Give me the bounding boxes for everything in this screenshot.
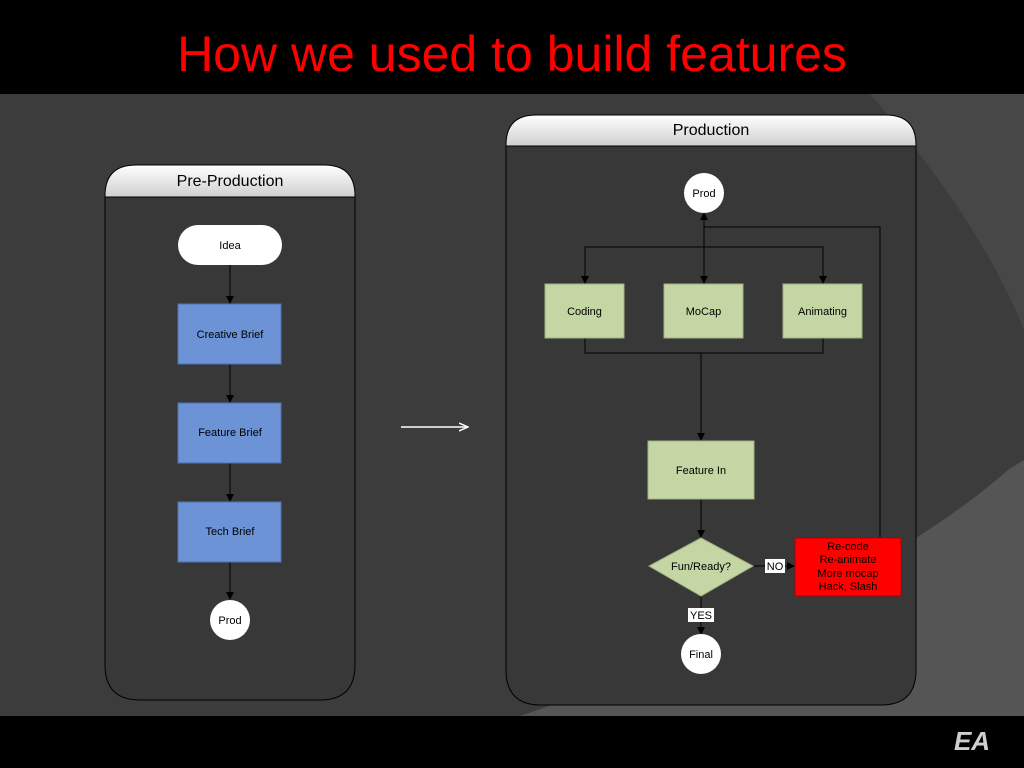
ea-logo: EA xyxy=(954,726,990,756)
background-arc xyxy=(870,94,1024,330)
rework-line-4: Hack, Slash xyxy=(819,581,878,593)
rework-line-1: Re-code xyxy=(827,541,869,553)
connector-merge xyxy=(584,338,824,354)
node-creative-brief-label: Creative Brief xyxy=(197,329,265,341)
node-prod-production-label: Prod xyxy=(692,188,715,200)
rework-line-2: Re-animate xyxy=(820,554,877,566)
node-mocap xyxy=(663,283,744,339)
connector-fanout xyxy=(584,246,824,283)
rework-line-3: More mocap xyxy=(817,568,878,580)
node-tech-brief xyxy=(177,501,282,563)
node-rework xyxy=(794,537,902,597)
node-prod-pre-label: Prod xyxy=(218,615,241,627)
no-label-box xyxy=(765,559,785,573)
node-tech-brief-label: Tech Brief xyxy=(206,526,256,538)
node-prod-pre xyxy=(210,600,250,640)
pre-production-panel: Pre-Production Idea Creative Brief Featu… xyxy=(104,164,356,701)
pre-production-title: Pre-Production xyxy=(177,173,284,190)
node-feature-in-label: Feature In xyxy=(676,465,726,477)
no-label: NO xyxy=(767,561,784,573)
node-animating xyxy=(782,283,863,339)
yes-label-box xyxy=(688,608,714,622)
node-idea-label: Idea xyxy=(219,240,241,252)
node-fun-ready-label: Fun/Ready? xyxy=(671,561,731,573)
node-final-label: Final xyxy=(689,649,713,661)
node-creative-brief xyxy=(177,303,282,365)
ea-logo-text: EA xyxy=(954,726,990,756)
node-animating-label: Animating xyxy=(798,306,847,318)
node-coding-label: Coding xyxy=(567,306,602,318)
node-feature-brief xyxy=(177,402,282,464)
yes-label: YES xyxy=(690,610,712,622)
node-prod-production xyxy=(684,173,724,213)
node-feature-in xyxy=(647,440,755,500)
production-header xyxy=(505,114,917,147)
production-panel: Production Prod Coding MoCap Animating xyxy=(505,114,917,706)
node-mocap-label: MoCap xyxy=(686,306,721,318)
slide-title: How we used to build features xyxy=(177,26,847,82)
node-idea xyxy=(178,225,282,265)
node-feature-brief-label: Feature Brief xyxy=(198,427,263,439)
connector-rework-loop xyxy=(704,226,881,537)
node-fun-ready-decision xyxy=(647,537,755,597)
production-title: Production xyxy=(673,122,750,139)
pre-production-header xyxy=(104,164,356,198)
node-coding xyxy=(544,283,625,339)
node-final xyxy=(681,634,721,674)
